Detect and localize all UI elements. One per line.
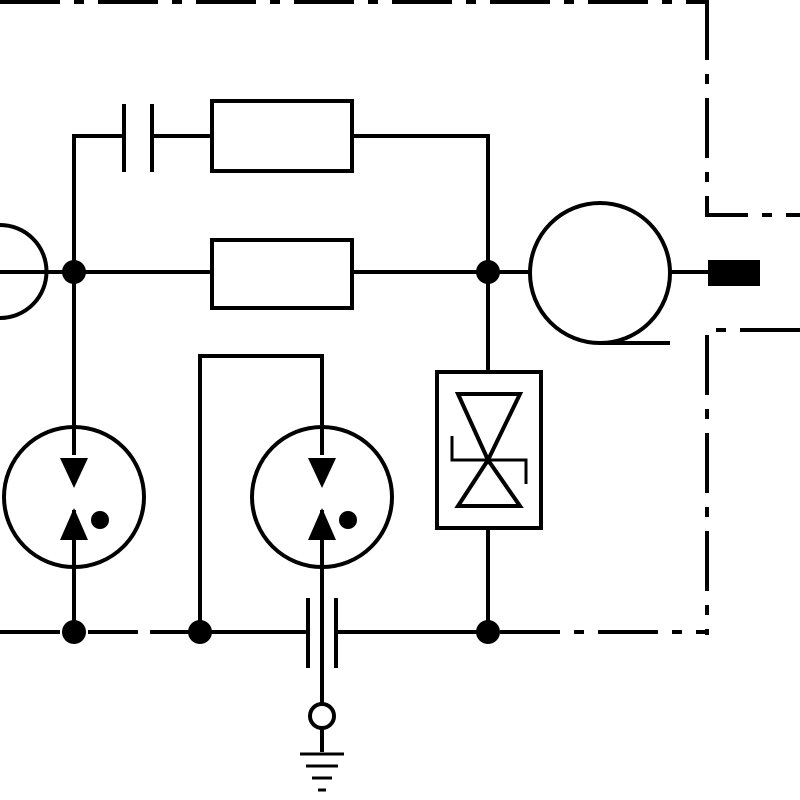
output-connector[interactable] [708, 260, 760, 286]
bidirectional-tvs-diode [435, 272, 543, 632]
series-capacitor-top [122, 104, 154, 172]
top-branch [72, 99, 490, 272]
resistor-top [210, 99, 354, 173]
enclosure-boundary [0, 0, 800, 635]
coil-inductor [528, 201, 672, 345]
ground-icon [300, 728, 344, 792]
terminal-circle-icon[interactable] [308, 702, 336, 730]
gas-discharge-tube-middle [198, 354, 394, 705]
resistor-main [210, 238, 354, 310]
lamp-coil-left [0, 223, 49, 320]
gas-discharge-tube-left [2, 272, 146, 632]
bottom-capacitor [200, 598, 488, 668]
